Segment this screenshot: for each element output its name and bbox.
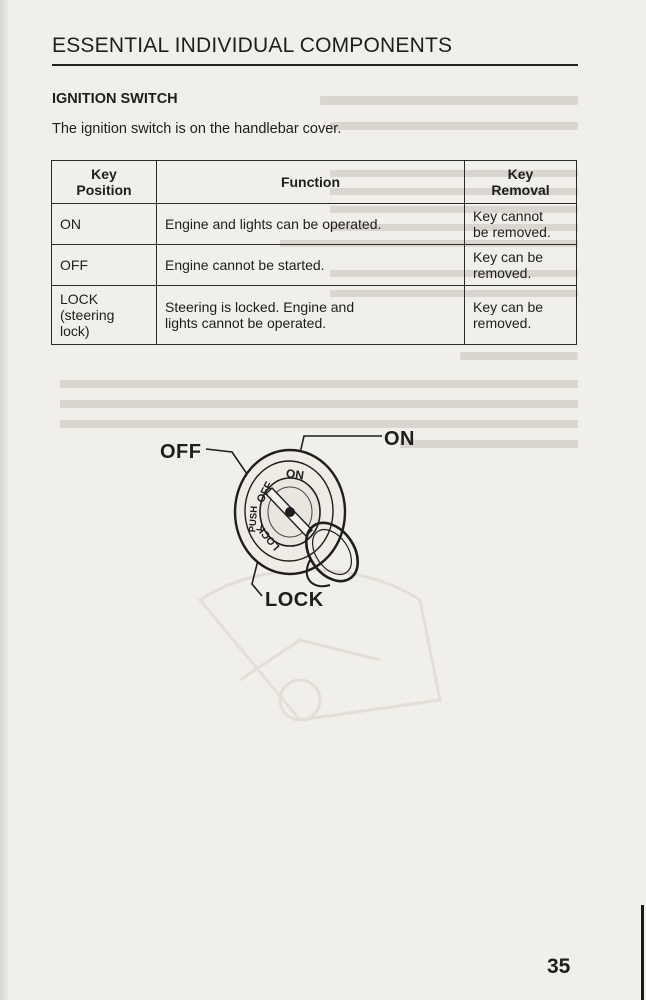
callout-off: OFF xyxy=(160,441,202,463)
table-row: ON Engine and lights can be operated. Ke… xyxy=(51,203,577,245)
header-key-position: Key Position xyxy=(51,160,157,204)
page-number: 35 xyxy=(547,955,571,978)
table-row: LOCK (steering lock) Steering is locked.… xyxy=(51,285,577,345)
key-ring xyxy=(304,521,360,583)
section-title: ESSENTIAL INDIVIDUAL COMPONENTS xyxy=(52,34,453,57)
key-position-table: Key Position Function Key Removal ON Eng… xyxy=(51,160,577,345)
dial-label-on: ON xyxy=(285,466,305,482)
header-key-removal: Key Removal xyxy=(464,160,577,204)
page-edge-shadow xyxy=(0,0,10,1000)
lock-leader-line xyxy=(251,559,263,597)
cell-function: Engine cannot be started. xyxy=(156,244,465,286)
cell-removal: Key can be removed. xyxy=(464,285,577,345)
table-header-row: Key Position Function Key Removal xyxy=(51,160,577,204)
cell-function: Steering is locked. Engine and lights ca… xyxy=(156,285,465,345)
cell-removal: Key can be removed. xyxy=(464,244,577,286)
title-rule xyxy=(52,64,578,66)
cell-removal: Key cannot be removed. xyxy=(464,203,577,245)
dial-label-push: PUSH xyxy=(247,506,260,533)
callout-on: ON xyxy=(384,428,415,450)
intro-text: The ignition switch is on the handlebar … xyxy=(52,121,342,137)
callout-lock: LOCK xyxy=(265,589,324,611)
cell-position: ON xyxy=(51,203,157,245)
subheading-ignition-switch: IGNITION SWITCH xyxy=(52,91,178,107)
table-row: OFF Engine cannot be started. Key can be… xyxy=(51,244,577,286)
page-edge-mark xyxy=(641,905,644,1000)
cell-position: LOCK (steering lock) xyxy=(51,285,157,345)
